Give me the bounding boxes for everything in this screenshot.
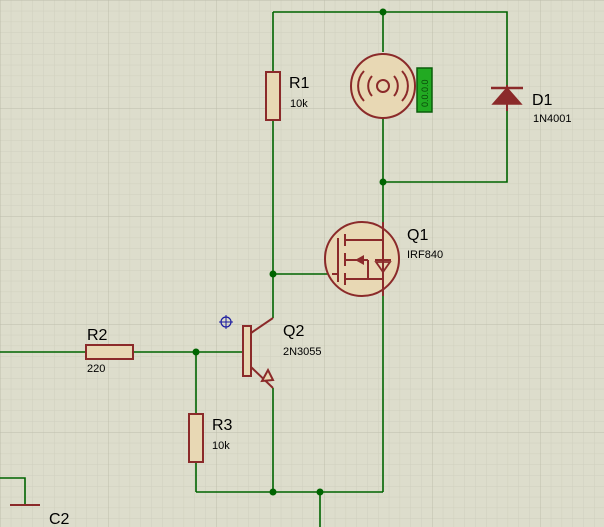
junction-ground-out [316,488,324,496]
junction-top-motor [379,8,387,16]
motor-indicator-box [416,67,433,113]
r2-body [85,344,134,360]
r2-ref: R2 [87,327,108,344]
motor-arc-right-icon [393,75,399,97]
motor[interactable] [350,53,416,119]
motor-arc-outer-right-icon [401,70,409,102]
d1-value: 1N4001 [533,113,572,125]
q2-ref: Q2 [283,323,304,340]
motor-arc-outer-left-icon [357,70,365,102]
c2-ref: C2 [49,511,70,527]
motor-body [350,53,416,119]
q1-ref: Q1 [407,227,428,244]
junction-nodes [192,8,387,496]
wire-d1-bottom[interactable] [383,111,508,183]
resistor-r3[interactable]: R3 10k [188,413,233,463]
q2-collector [250,317,274,334]
r2-value: 220 [87,363,105,375]
q2-emitter [250,366,274,389]
junction-base [192,348,200,356]
capacitor-c2[interactable]: C2 [10,504,70,527]
junction-r1-gate [269,270,277,278]
wire-c2-left[interactable] [0,477,26,505]
d1-ref: D1 [532,92,553,109]
r1-ref: R1 [289,75,310,92]
r1-body [265,71,281,121]
q2-base-bar [242,325,252,377]
crosshair-cursor-icon [219,315,233,329]
q2-value: 2N3055 [283,346,322,358]
wire-top-rail[interactable] [273,11,508,85]
junction-motor-d1 [379,178,387,186]
q1-arrow-icon [355,255,364,265]
wires [0,11,508,527]
motor-indicator-label: 0.0.0.0 [420,79,430,107]
r3-value: 10k [212,440,230,452]
motor-center-icon [376,79,390,93]
resistor-r2[interactable]: R2 220 [85,327,134,375]
junction-ground-emitter [269,488,277,496]
mosfet-q1[interactable]: Q1 IRF840 [324,221,443,297]
motor-speed-indicator[interactable]: 0.0.0.0 [416,67,433,113]
resistor-r1[interactable]: R1 10k [265,71,310,121]
r1-value: 10k [290,98,308,110]
r3-body [188,413,204,463]
r3-ref: R3 [212,417,233,434]
q2-emitter-arrow-icon [260,367,275,383]
q1-value: IRF840 [407,249,443,261]
transistor-q2[interactable]: Q2 2N3055 [242,317,322,389]
diode-d1[interactable]: D1 1N4001 [491,85,572,125]
motor-arc-left-icon [367,75,373,97]
